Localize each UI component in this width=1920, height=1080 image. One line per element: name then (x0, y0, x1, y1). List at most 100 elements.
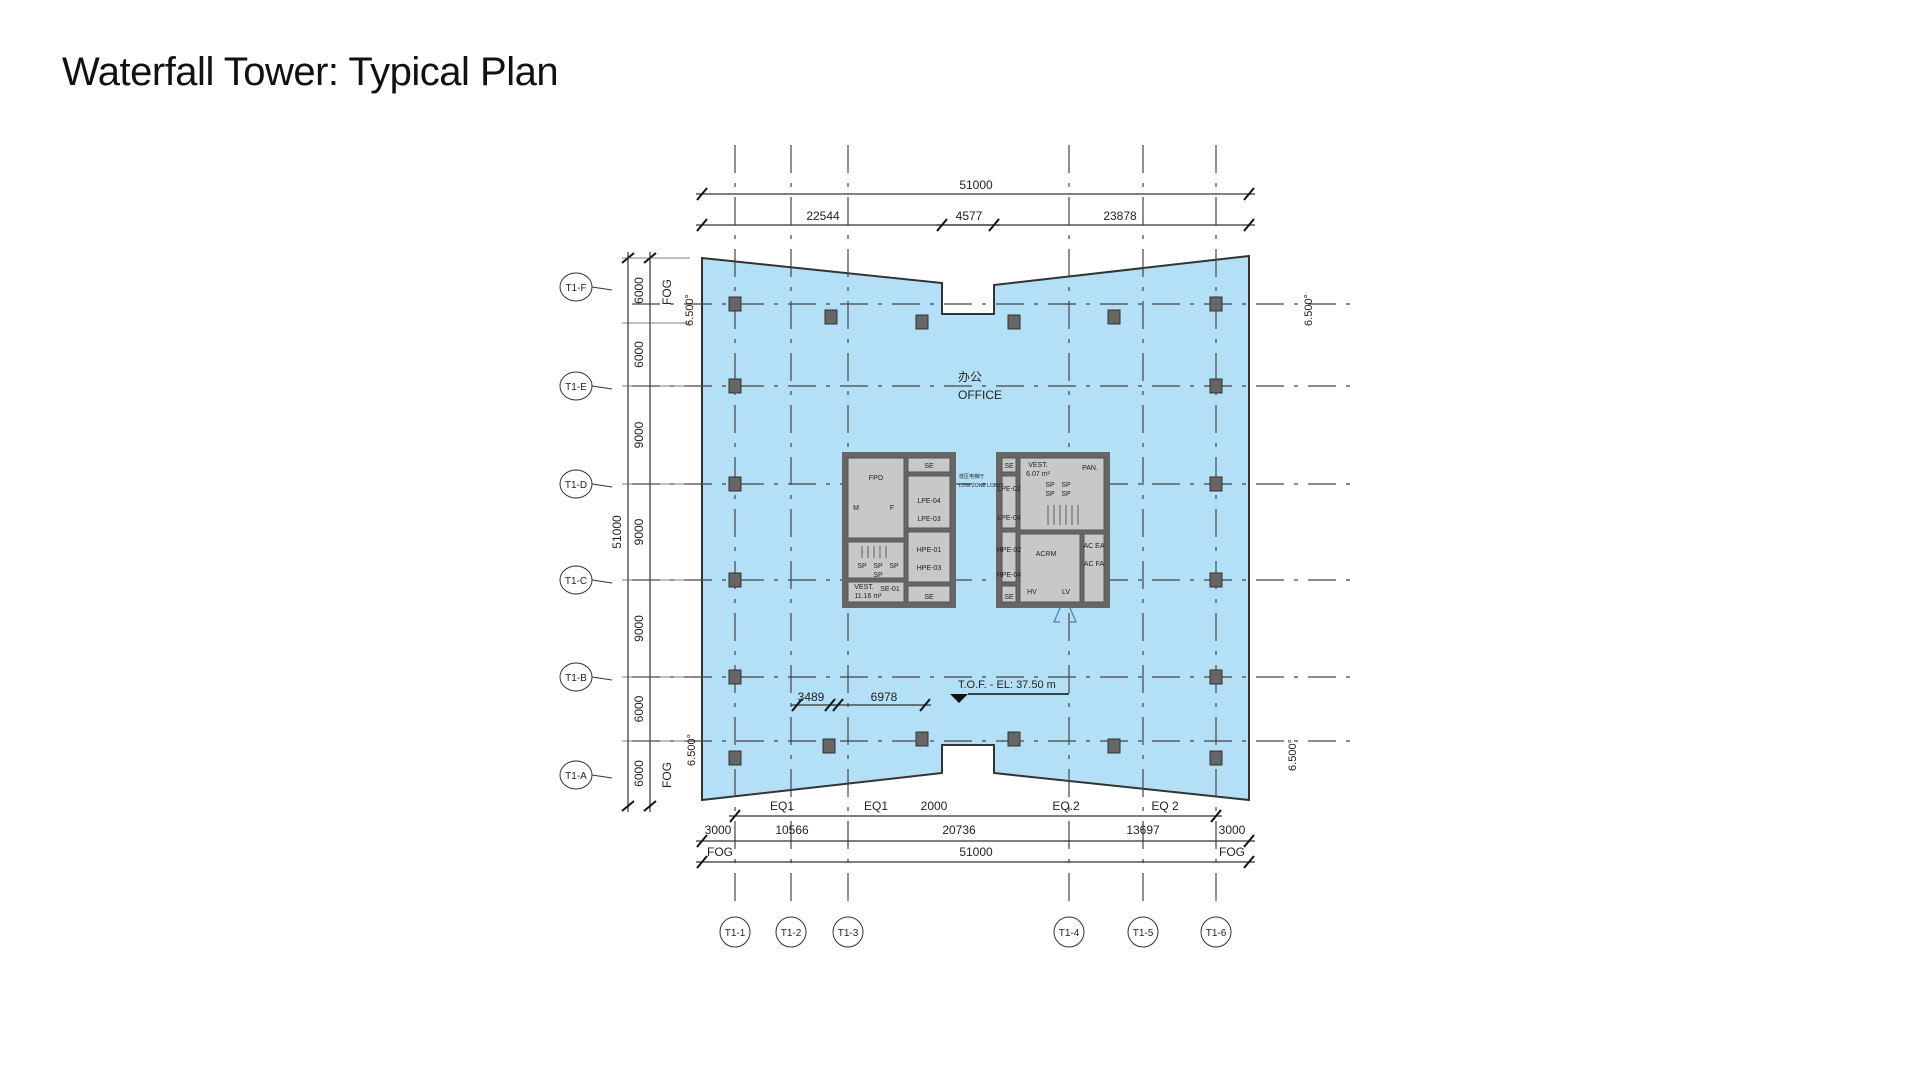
column (1107, 738, 1121, 754)
leader (591, 579, 613, 584)
grid-label: T1-5 (1133, 928, 1154, 939)
column (1209, 378, 1223, 394)
room-label: PAN. (1082, 465, 1098, 472)
core-right (996, 452, 1110, 623)
dim-text: EQ 2 (1151, 799, 1179, 813)
column (728, 669, 742, 685)
room-label: SP (857, 563, 867, 570)
page-title: Waterfall Tower: Typical Plan (62, 50, 559, 94)
dim-tick (1243, 855, 1255, 869)
column (824, 309, 838, 325)
dim-text: 6000 (632, 760, 646, 787)
column (728, 572, 742, 588)
column (915, 314, 929, 330)
dim-tick (696, 187, 708, 201)
dim-text: 6.500° (1287, 739, 1299, 771)
room-label: ACRM (1036, 551, 1057, 558)
room-label: LPE-04 (917, 498, 940, 505)
leader (591, 385, 613, 390)
lobby-label-cn: 低区电梯厅 (959, 473, 984, 480)
grid-bubble (559, 371, 593, 401)
grid-label: T1-E (565, 382, 587, 393)
dim-tick (832, 698, 844, 712)
column (728, 296, 742, 312)
grid-bubble (1053, 916, 1085, 948)
dim-tick (1243, 218, 1255, 232)
dim-tick (696, 834, 708, 848)
dim-tick (696, 218, 708, 232)
grid-label: T1-C (565, 576, 587, 587)
column (1209, 296, 1223, 312)
dim-text: 6000 (632, 341, 646, 368)
dim-text: 3000 (1219, 823, 1246, 837)
dim-tick (621, 800, 635, 812)
dim-text: EQ.2 (1052, 799, 1080, 813)
grid-bubble (559, 760, 593, 790)
dim-tick (643, 800, 657, 812)
dim-tick (936, 218, 948, 232)
dim-text: 6000 (632, 277, 646, 304)
office-label: OFFICE (958, 388, 1002, 402)
dim-text: 13697 (1126, 823, 1160, 837)
floor-plate (701, 254, 1250, 802)
column (1209, 669, 1223, 685)
room-label: VEST. (854, 584, 874, 591)
room-label: VEST. (1028, 462, 1048, 469)
dim-tick (791, 698, 803, 712)
room-label: AC EA (1083, 543, 1104, 550)
room-label: SP (1045, 482, 1055, 489)
dim-tick (988, 218, 1000, 232)
column (1209, 476, 1223, 492)
dim-text: 51000 (959, 845, 993, 859)
column (1209, 572, 1223, 588)
room-label: HPE-01 (917, 547, 942, 554)
column (728, 750, 742, 766)
column (728, 476, 742, 492)
room-label: FPO (869, 475, 884, 482)
room-label: 6.07 m² (1026, 471, 1050, 478)
dim-text: 6.500° (686, 734, 698, 766)
dim-tick (696, 855, 708, 869)
dim-text: 2000 (921, 799, 948, 813)
grid-label: T1-D (565, 480, 587, 491)
room-label: SP (1061, 482, 1071, 489)
dim-tick (1243, 187, 1255, 201)
dim-text: 10566 (775, 823, 809, 837)
grid-bubble (1200, 916, 1232, 948)
dim-text: 6.500° (1303, 294, 1315, 326)
leader (591, 774, 613, 779)
room-label: SP (889, 563, 899, 570)
core-left (842, 452, 956, 608)
dim-text: 20736 (942, 823, 976, 837)
dim-tick (1243, 834, 1255, 848)
room-label: SP (873, 572, 883, 579)
dim-text: FOG (660, 762, 674, 788)
grid-label: T1-B (565, 673, 587, 684)
dim-text: 3000 (705, 823, 732, 837)
dim-text: EQ1 (864, 799, 888, 813)
column (822, 738, 836, 754)
room-label: LPE-04 (997, 515, 1020, 522)
grid-label: T1-4 (1059, 928, 1080, 939)
tof-label: T.O.F. - EL: 37.50 m (958, 679, 1056, 691)
room-label: SE (1004, 463, 1014, 470)
room-label: AC FA (1084, 561, 1105, 568)
lobby-label: LOW ZONE LOBBY (959, 483, 1004, 489)
room-label: SE-01 (880, 586, 900, 593)
room-label: SP (1045, 491, 1055, 498)
office-label-cn: 办公 (958, 369, 982, 384)
grid-bubble (1127, 916, 1159, 948)
level-marker-icon (950, 694, 968, 703)
dim-text: 51000 (610, 515, 624, 549)
dim-text: 4577 (956, 209, 983, 223)
room-label: LPE-02 (997, 486, 1020, 493)
room-label: SP (873, 563, 883, 570)
room-label: F (890, 505, 894, 512)
grid-label: T1-6 (1206, 928, 1227, 939)
grid-bubble (559, 272, 593, 302)
grid-bubble (559, 662, 593, 692)
leader (591, 483, 613, 488)
